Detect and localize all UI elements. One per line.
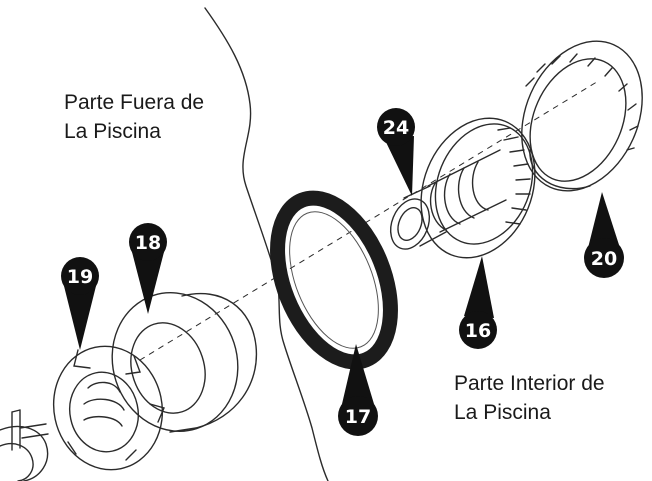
- inside-pool-label: Parte Interior de La Piscina: [454, 372, 605, 424]
- callout-label-16: 16: [465, 320, 491, 342]
- callout-label-24: 24: [383, 117, 409, 139]
- outside-pool-label: Parte Fuera de La Piscina: [64, 91, 205, 143]
- lock-ring-part-20: [521, 40, 643, 192]
- callout-label-19: 19: [67, 266, 93, 288]
- callout-17: 17: [338, 344, 378, 436]
- callout-20: 20: [584, 192, 624, 278]
- callout-label-18: 18: [135, 232, 161, 254]
- flange-body-part-16: [420, 117, 536, 259]
- pipe-nipple-part-24: [389, 185, 447, 250]
- callout-18: 18: [129, 223, 167, 314]
- gasket-part-17: [270, 190, 398, 370]
- callout-24: 24: [377, 108, 415, 196]
- callout-label-17: 17: [345, 406, 371, 428]
- callout-label-20: 20: [591, 248, 617, 270]
- pipe-fitting-cutoff: [0, 409, 49, 481]
- callout-19: 19: [61, 257, 99, 350]
- callout-16: 16: [459, 256, 497, 349]
- faceplate-part-18: [111, 292, 258, 433]
- threaded-insert-part-19: [52, 345, 165, 471]
